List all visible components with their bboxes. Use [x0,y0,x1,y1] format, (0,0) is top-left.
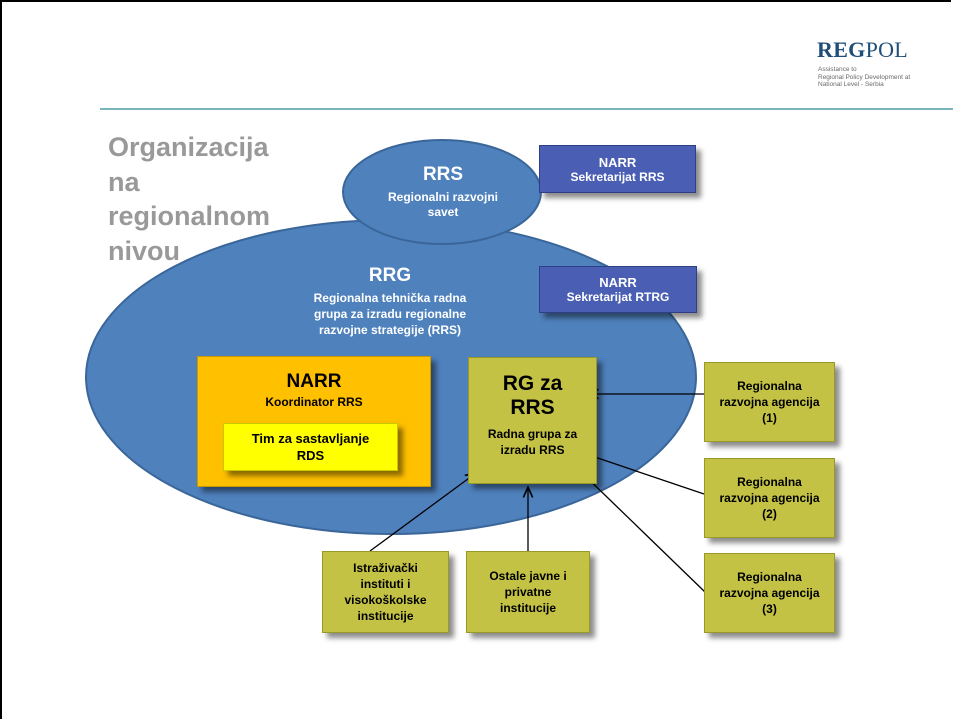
arrow-agency-3 [577,468,706,593]
logo-brand-regular: POL [865,37,909,62]
rg-box: RG za RRS Radna grupa za izradu RRS [468,357,597,484]
agency-box-3: Regionalna razvojna agencija (3) [704,553,835,633]
narr-rtrg-text: Sekretarijat RTRG [566,290,670,304]
narr-rtrg-heading: NARR [599,275,637,290]
narr-rtrg-box: NARR Sekretarijat RTRG [539,266,697,313]
narr-rrs-box: NARR Sekretarijat RRS [539,145,696,193]
institutes-box: Istraživački instituti i visokoškolske i… [322,551,449,633]
tim-text: Tim za sastavljanje RDS [251,431,370,463]
rrs-heading: RRS [422,164,464,185]
slide-title: Organizacija na regionalnom nivou [108,132,271,266]
rrg-label: RRG Regionalna tehnička radna grupa za i… [265,265,515,350]
other-institutions-box: Ostale javne i privatne institucije [466,551,590,633]
agency-box-1: Regionalna razvojna agencija (1) [704,362,835,442]
narr-coordinator-text: Koordinator RRS [265,395,363,409]
agency-box-2-text: Regionalna razvojna agencija (2) [719,475,820,521]
rg-text: Radna grupa za izradu RRS [487,427,578,457]
regpol-logo: REGPOL [817,37,908,63]
logo-subtitle: Assistance to Regional Policy Developmen… [818,66,911,88]
narr-coordinator-heading: NARR [286,371,342,392]
rrg-heading: RRG [368,265,412,286]
other-institutions-box-text: Ostale javne i privatne institucije [489,569,567,615]
arrow-institutes [369,473,476,552]
rrs-label: RRS Regionalni razvojni savet [368,160,518,224]
arrow-agency-2 [580,452,705,495]
logo-brand-bold: REG [817,37,866,62]
agency-box-3-text: Regionalna razvojna agencija (3) [719,570,820,616]
rrg-text: Regionalna tehnička radna grupa za izrad… [313,291,467,337]
tim-box: Tim za sastavljanje RDS [223,423,398,471]
rg-heading: RG za RRS [502,372,563,419]
rrs-text: Regionalni razvojni savet [387,190,498,219]
agency-box-2: Regionalna razvojna agencija (2) [704,458,835,538]
narr-rrs-heading: NARR [598,154,637,170]
header-rule [100,108,953,110]
narr-rrs-text: Sekretarijat RRS [570,169,665,184]
institutes-box-text: Istraživački instituti i visokoškolske i… [344,561,427,623]
agency-box-1-text: Regionalna razvojna agencija (1) [719,379,820,425]
